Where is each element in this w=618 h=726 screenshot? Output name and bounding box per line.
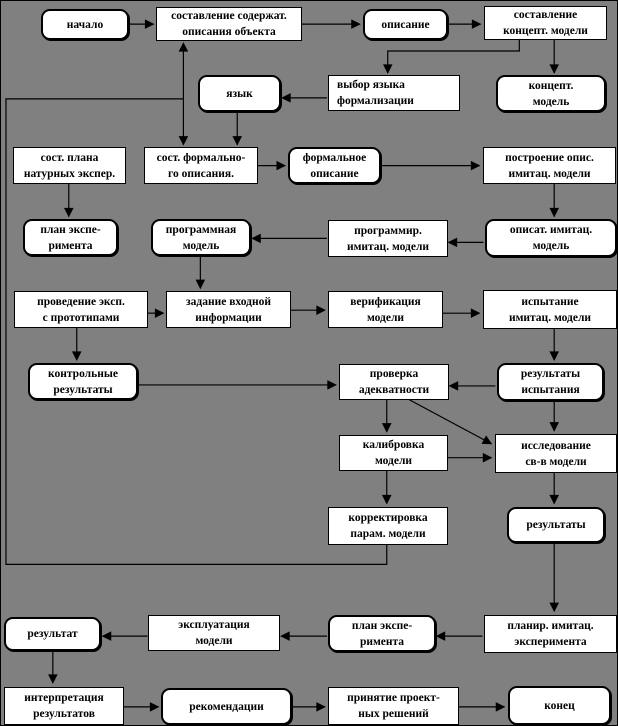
node-label-line: модели (366, 311, 405, 324)
node-label-line: натурных экспер. (23, 167, 116, 180)
node-label-line: результатов (33, 708, 95, 720)
node-label-line: программир. (354, 224, 422, 237)
node-sost-plana: сост. плана натурных экспер. (13, 147, 126, 184)
node-zadanie-vkhodnoy: задание входной информации (166, 291, 291, 328)
node-label-line: планир. имитац. (507, 620, 594, 632)
node-rezultat: результат (4, 617, 101, 651)
node-issledovanie: исследование св-в модели (495, 434, 617, 473)
node-yazyk: язык (198, 75, 281, 112)
node-sostavlenie-kontsept: составление концепт. модели (484, 6, 607, 40)
node-provedenie-eksp: проведение эксп. с прототипами (14, 291, 148, 328)
node-label-line: составление (513, 9, 578, 21)
node-label-line: модель (532, 240, 570, 252)
node-label-line: го описания. (168, 167, 234, 180)
node-label-line: римента (48, 239, 93, 252)
edge-proverka-to-issledovanie (407, 398, 493, 445)
node-opisanie: описание (363, 9, 448, 40)
node-opisat-imitats: описат. имитац. модель (485, 219, 617, 257)
node-programmirovanie: программир. имитац. модели (328, 220, 448, 257)
node-sost-formalnogo: сост. формально-го описания. (144, 147, 258, 184)
node-label-line: принятие проект- (347, 692, 440, 704)
node-programmnaya-model: программная модель (151, 219, 251, 256)
node-korrektirovka: корректировка парам. модели (328, 507, 448, 545)
node-label-line: концепт. (528, 79, 574, 92)
node-label-line: римента (359, 635, 405, 648)
node-label-line: контрольные (48, 367, 118, 380)
node-label-line: описат. имитац. (509, 224, 593, 236)
node-verifikatsiya: верификация модели (328, 291, 443, 328)
node-label-line: модели (374, 455, 413, 467)
node-label-line: формальное (302, 151, 367, 164)
node-label-line: информации (195, 311, 262, 324)
node-label-line: имитац. модели (346, 240, 430, 253)
edge-kontsept-to-vybor (382, 40, 520, 74)
node-label-line: сост. плана (40, 151, 99, 164)
node-ekspluatatsiya: эксплуатация модели (148, 615, 280, 651)
node-plan-eksperimenta-1: план экспе-римента (23, 219, 118, 256)
node-label-line: описания объекта (182, 26, 276, 38)
node-label-line: концепт. модели (503, 25, 588, 37)
node-interpretatsiya: интерпретация результатов (4, 687, 124, 725)
edge-feedback-korrektirovka (5, 98, 388, 565)
node-kontsept-model: концепт. модель (496, 75, 606, 112)
node-label-line: модели (195, 635, 233, 647)
node-rezultaty-ispytaniya: результаты испытания (497, 363, 604, 401)
node-label-line: эксперимента (514, 636, 587, 648)
node-label-line: построение опис. (505, 151, 594, 164)
node-label-line: адекватности (358, 384, 430, 396)
node-label-line: проверка (369, 368, 419, 380)
node-label-line: модель (532, 95, 570, 108)
node-label-line: с прототипами (42, 311, 120, 324)
node-label-line: результаты (520, 368, 581, 380)
node-kontrolnye-rezultaty: контрольные результаты (28, 363, 138, 400)
node-vybor-yazyka: выбор языка формализации (328, 75, 460, 111)
node-label-line: испытание (521, 295, 579, 308)
node-label-line: верификация (350, 295, 421, 308)
node-label-line: модель (182, 239, 220, 252)
node-label-line: начало (66, 18, 104, 31)
node-label-line: результаты (526, 519, 586, 531)
node-label-line: составление содержат. (171, 10, 287, 22)
node-postroenie-opis: построение опис. имитац. модели (483, 147, 616, 184)
node-label-line: испытания (521, 384, 580, 396)
node-label-line: конец (544, 699, 575, 712)
node-label-line: план экспе- (351, 619, 413, 632)
node-konets: конец (508, 686, 611, 725)
node-sostavlenie-soderzhat: составление содержат. описания объекта (156, 7, 302, 41)
node-label-line: формализации (337, 95, 414, 107)
node-ispytanie: испытание имитац. модели (483, 290, 617, 329)
node-label-line: интерпретация (24, 692, 104, 704)
node-label-line: корректировка (348, 512, 428, 524)
node-label-line: результат (27, 628, 78, 640)
node-prinyatie-resheniy: принятие проект-ных решений (328, 687, 459, 725)
node-rezultaty: результаты (507, 507, 605, 543)
node-label-line: проведение эксп. (37, 295, 125, 308)
node-label-line: калибровка (362, 439, 425, 451)
node-formalnoe-opisanie: формальное описание (288, 147, 381, 184)
node-label-line: имитац. модели (508, 311, 592, 324)
node-label-line: исследование (521, 439, 591, 452)
node-nachalo: начало (41, 9, 129, 40)
node-label-line: сост. формально- (156, 151, 246, 164)
node-label-line: парам. модели (350, 528, 426, 540)
node-label-line: программная (165, 223, 237, 236)
node-label-line: эксплуатация (178, 619, 250, 631)
node-label-line: план экспе- (40, 223, 101, 236)
node-plan-eksperimenta-2: план экспе-римента (328, 615, 436, 652)
node-label-line: задание входной (186, 295, 271, 308)
node-label-line: описание (381, 18, 430, 31)
node-label-line: имитац. модели (508, 167, 591, 180)
node-label-line: св-в модели (525, 455, 587, 468)
node-label-line: описание (310, 167, 359, 180)
node-label-line: язык (226, 87, 253, 100)
node-kalibrovka: калибровка модели (339, 435, 448, 471)
node-label-line: выбор языка (337, 79, 405, 91)
node-label-line: рекомендации (189, 700, 264, 713)
node-label-line: ных решений (358, 708, 429, 720)
node-rekomendatsii: рекомендации (161, 688, 292, 725)
node-planirovanie: планир. имитац. эксперимента (484, 615, 617, 653)
node-label-line: результаты (53, 383, 113, 396)
node-proverka-adekvatnosti: проверка адекватности (339, 364, 449, 400)
